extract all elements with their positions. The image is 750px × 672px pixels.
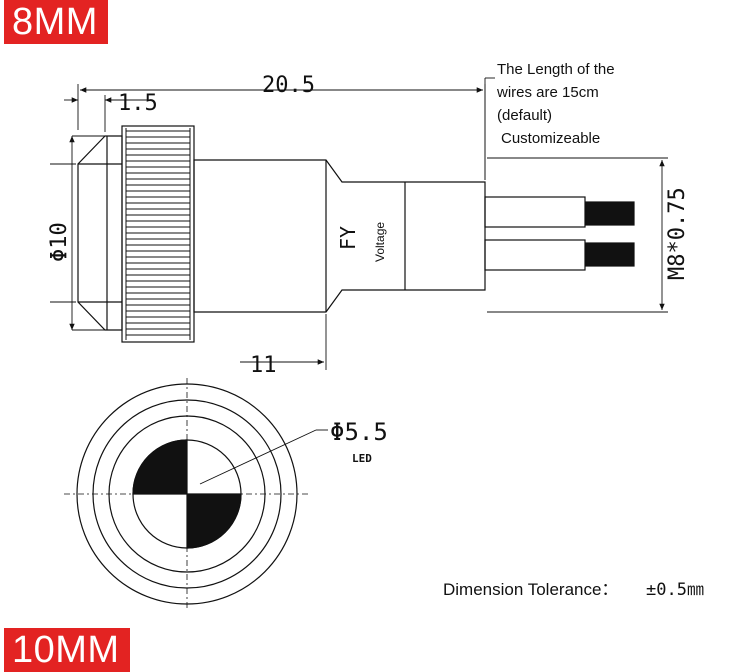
- led-text-label: LED: [352, 452, 372, 465]
- size-badge-8mm: 8MM: [4, 0, 108, 44]
- wire-note-line3: (default): [497, 107, 552, 124]
- side-view: [77, 125, 635, 343]
- flange-thickness-label: 1.5: [118, 91, 158, 116]
- body-length-label: 11: [250, 353, 277, 378]
- lens-circle: [108, 415, 266, 573]
- body-outline: [193, 159, 486, 313]
- voltage-marking: Voltage: [373, 222, 387, 262]
- outer-nut-circle: [76, 383, 298, 605]
- bezel-circle: [92, 399, 282, 589]
- bezel-outline: [77, 135, 123, 331]
- led-quadrant-1: [132, 439, 188, 495]
- thread-spec-label: M8*0.75: [665, 187, 690, 280]
- overall-length-label: 20.5: [262, 73, 315, 98]
- wires: [484, 196, 635, 271]
- knurled-nut: [121, 125, 195, 343]
- wire-note-line2: wires are 15cm: [496, 84, 599, 101]
- brand-marking: FY: [336, 226, 360, 250]
- front-view: [64, 378, 328, 610]
- tolerance-value: ±0.5㎜: [646, 580, 704, 600]
- led-diameter-label: Φ5.5: [330, 418, 388, 446]
- led-quadrant-2: [186, 493, 242, 549]
- customize-note: Customizeable: [501, 130, 600, 147]
- dimension-lines: [50, 77, 668, 370]
- tolerance-label: Dimension Tolerance：: [443, 580, 618, 599]
- wire-note-line1: The Length of the: [497, 61, 615, 78]
- head-diameter-label: Φ10: [47, 222, 72, 262]
- size-badge-10mm: 10MM: [4, 628, 130, 672]
